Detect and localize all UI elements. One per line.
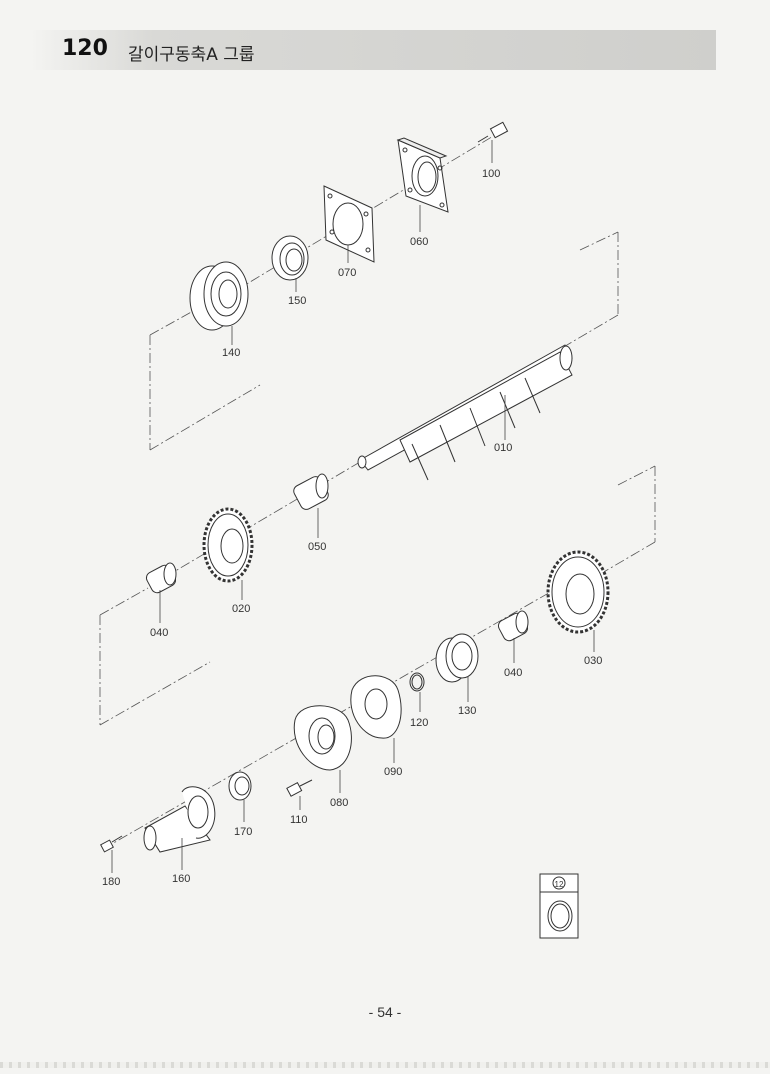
- kit-badge-number: 12: [555, 880, 564, 889]
- part-label: 170: [234, 826, 252, 838]
- part-label: 020: [232, 603, 250, 615]
- gear-030: [546, 550, 610, 634]
- bushing-040-left: [145, 562, 177, 594]
- gasket-090: [350, 675, 402, 739]
- housing-160: [143, 786, 216, 853]
- part-label: 100: [482, 168, 500, 180]
- part-label: 060: [410, 236, 428, 248]
- bearing-130: [435, 633, 479, 683]
- part-label: 040: [150, 627, 168, 639]
- bearing-140: [189, 261, 249, 331]
- part-label: 070: [338, 267, 356, 279]
- page-number: - 54 -: [368, 1004, 402, 1020]
- gear-020: [202, 507, 254, 583]
- cover-080: [293, 705, 352, 771]
- part-label: 180: [102, 876, 120, 888]
- part-label: 080: [330, 797, 348, 809]
- kit-inset: [539, 873, 579, 939]
- part-label: 010: [494, 442, 512, 454]
- snap-ring-120: [409, 672, 425, 692]
- part-label: 090: [384, 766, 402, 778]
- flange-060: [396, 137, 449, 213]
- bolt-180: [100, 835, 123, 853]
- part-label: 130: [458, 705, 476, 717]
- part-label: 030: [584, 655, 602, 667]
- gasket-070: [323, 185, 375, 263]
- bolt-100: [477, 121, 509, 143]
- scan-artifact: [0, 1062, 770, 1068]
- bolt-110: [286, 779, 313, 797]
- part-label: 110: [290, 814, 308, 826]
- bushing-050: [293, 473, 329, 510]
- section-number: 120: [62, 36, 108, 61]
- part-label: 040: [504, 667, 522, 679]
- shaft-010: [357, 344, 573, 481]
- section-title: 갈이구동축A 그룹: [128, 45, 255, 65]
- part-label: 120: [410, 717, 428, 729]
- bushing-040-right: [497, 610, 529, 642]
- part-label: 160: [172, 873, 190, 885]
- section-header: 120 갈이구동축A 그룹: [30, 30, 716, 70]
- part-label: 150: [288, 295, 306, 307]
- seal-170: [228, 771, 252, 801]
- part-label: 140: [222, 347, 240, 359]
- seal-150: [271, 235, 309, 281]
- part-label: 050: [308, 541, 326, 553]
